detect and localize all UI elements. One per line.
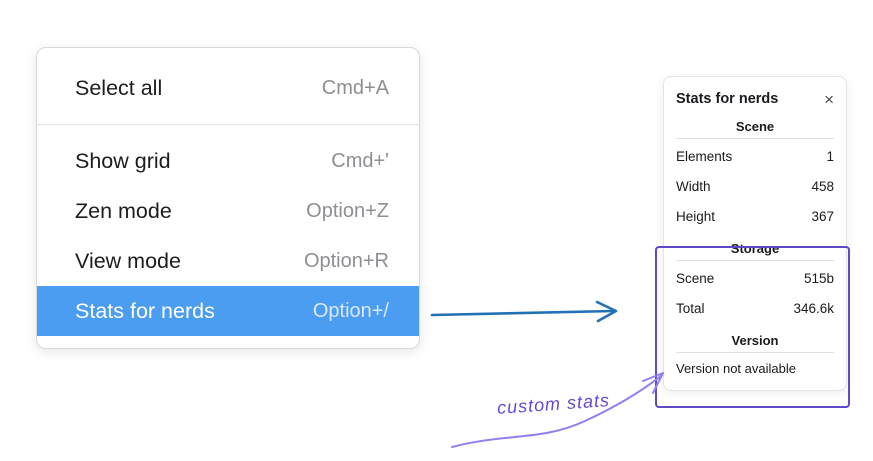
menu-item-label: Select all xyxy=(75,75,163,100)
section-heading-scene: Scene xyxy=(735,119,775,134)
stat-value: 367 xyxy=(811,209,834,224)
stat-label: Height xyxy=(676,209,716,224)
stats-panel-header: Stats for nerds × xyxy=(676,89,834,109)
stat-row-height: Height 367 xyxy=(676,201,834,231)
section-heading-version: Version xyxy=(731,333,779,348)
stat-value: 1 xyxy=(826,149,834,164)
section-heading-storage: Storage xyxy=(730,241,780,256)
menu-item-show-grid[interactable]: Show grid Cmd+' xyxy=(37,136,419,186)
menu-item-label: View mode xyxy=(75,248,181,273)
menu-item-shortcut: Cmd+A xyxy=(321,76,389,99)
menu-item-label: Zen mode xyxy=(75,198,172,223)
annotation-custom-stats: custom stats xyxy=(496,390,611,418)
stat-label: Total xyxy=(676,301,705,316)
stats-panel-title: Stats for nerds xyxy=(676,91,779,107)
menu-item-shortcut: Option+R xyxy=(303,249,389,272)
menu-item-shortcut: Option+/ xyxy=(312,299,389,322)
menu-item-stats-for-nerds[interactable]: Stats for nerds Option+/ xyxy=(37,286,419,336)
section-rule xyxy=(676,138,834,139)
menu-item-select-all[interactable]: Select all Cmd+A xyxy=(37,63,419,113)
stat-value: 458 xyxy=(811,179,834,194)
version-note: Version not available xyxy=(676,361,796,376)
stat-label: Width xyxy=(676,179,711,194)
stat-label: Elements xyxy=(676,149,733,164)
stat-label: Scene xyxy=(676,271,715,286)
menu-item-view-mode[interactable]: View mode Option+R xyxy=(37,236,419,286)
menu-item-shortcut: Option+Z xyxy=(306,199,389,222)
menu-item-label: Stats for nerds xyxy=(75,298,215,323)
stat-value: 346.6k xyxy=(793,301,834,316)
blue-arrow xyxy=(430,300,618,323)
stats-panel: Stats for nerds × Scene Elements 1 Width… xyxy=(663,76,847,391)
close-icon[interactable]: × xyxy=(824,89,834,109)
stat-row-total-size: Total 346.6k xyxy=(676,293,834,323)
menu-item-shortcut: Cmd+' xyxy=(331,149,389,172)
menu-item-zen-mode[interactable]: Zen mode Option+Z xyxy=(37,186,419,236)
stat-row-elements: Elements 1 xyxy=(676,141,834,171)
section-rule xyxy=(676,260,834,261)
menu-item-label: Show grid xyxy=(75,148,171,173)
stat-value: 515b xyxy=(803,271,834,286)
context-menu: Select all Cmd+A Show grid Cmd+' Zen mod… xyxy=(36,47,420,349)
menu-divider xyxy=(37,124,419,125)
stat-row-scene-size: Scene 515b xyxy=(676,263,834,293)
section-rule xyxy=(676,352,834,353)
stat-row-width: Width 458 xyxy=(676,171,834,201)
